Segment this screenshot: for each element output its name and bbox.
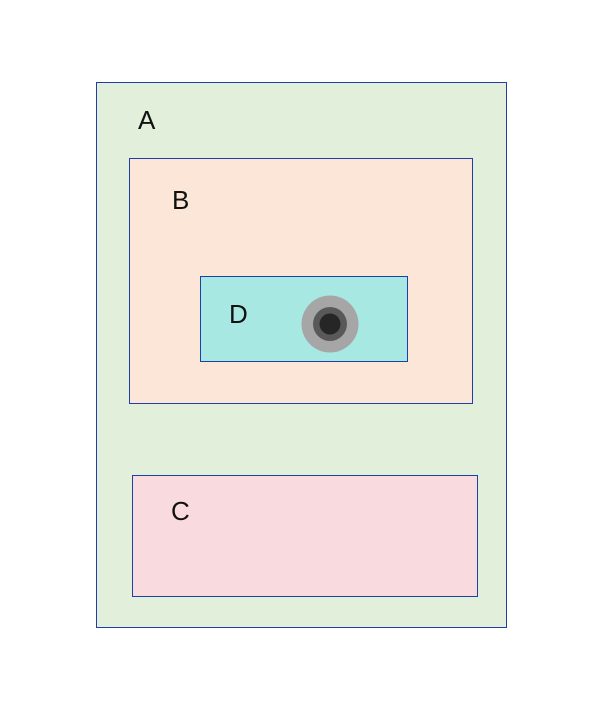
label-d: D [229, 299, 248, 329]
box-c [132, 475, 478, 597]
target-center [319, 313, 341, 335]
label-b: B [172, 185, 190, 215]
label-a: A [138, 105, 156, 135]
label-c: C [171, 496, 190, 526]
